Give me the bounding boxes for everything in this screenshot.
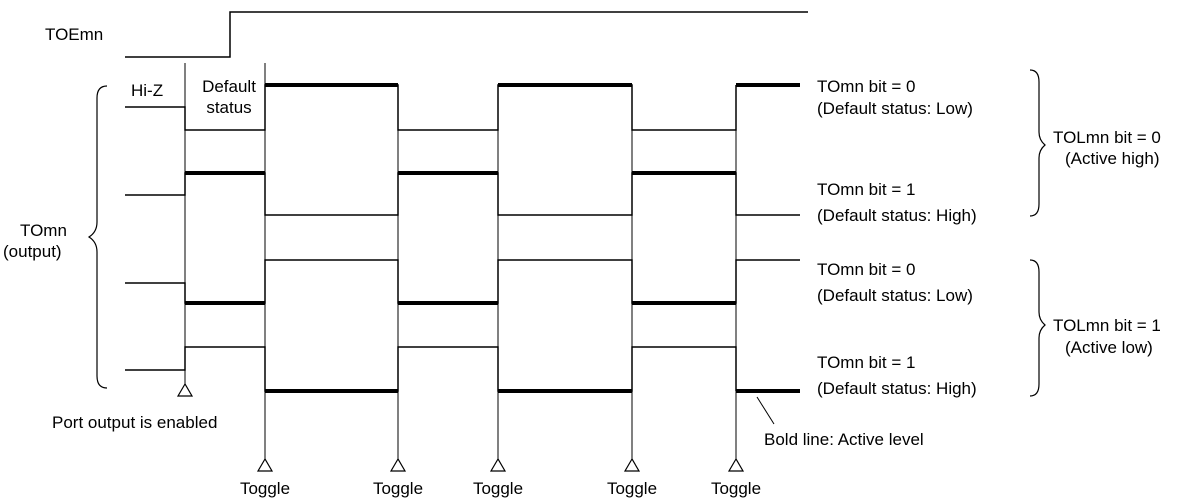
port-enable-triangle-icon (176, 382, 194, 397)
toe-waveform (125, 11, 808, 58)
bold-line-leader (756, 396, 775, 425)
toggle-triangle-icon (389, 457, 407, 472)
port-output-enabled-label: Port output is enabled (52, 413, 217, 432)
toggle-markers (256, 457, 745, 472)
hi-z-label: Hi-Z (131, 81, 163, 100)
default-status-label-line1: Default (202, 77, 256, 96)
tomn-output-label: (output) (3, 242, 62, 261)
waveform-4 (125, 346, 800, 393)
waveform-3 (125, 259, 800, 305)
tomn-label: TOmn (20, 221, 67, 240)
group-active-low-label-line2: (Active low) (1065, 338, 1153, 357)
toggle-label-4: Toggle (607, 479, 657, 498)
waveform-4-label-line1: TOmn bit = 1 (817, 353, 915, 372)
waveform-2-label-line1: TOmn bit = 1 (817, 180, 915, 199)
waveform-4-label-line2: (Default status: High) (817, 379, 977, 398)
toe-label: TOEmn (45, 25, 103, 44)
default-status-label-line2: status (206, 98, 251, 117)
toggle-triangle-icon (489, 457, 507, 472)
tomn-left-brace (87, 85, 108, 389)
waveform-3-label-line1: TOmn bit = 0 (817, 260, 915, 279)
bold-line-note: Bold line: Active level (764, 430, 924, 449)
waveform-2 (125, 171, 800, 216)
toggle-triangle-icon (727, 457, 745, 472)
toggle-label-5: Toggle (711, 479, 761, 498)
waveform-1-label-line2: (Default status: Low) (817, 99, 973, 118)
waveform-3-label-line2: (Default status: Low) (817, 286, 973, 305)
waveform-2-label-line2: (Default status: High) (817, 206, 977, 225)
group-brace-active-high (1029, 69, 1046, 217)
toggle-label-1: Toggle (240, 479, 290, 498)
waveform-1 (125, 83, 800, 131)
toggle-triangle-icon (623, 457, 641, 472)
group-brace-active-low (1029, 259, 1046, 397)
group-active-low-label-line1: TOLmn bit = 1 (1053, 316, 1161, 335)
group-active-high-label-line2: (Active high) (1065, 149, 1159, 168)
vertical-reference-lines (184, 63, 737, 460)
toggle-label-2: Toggle (373, 479, 423, 498)
toggle-triangle-icon (256, 457, 274, 472)
toggle-label-3: Toggle (473, 479, 523, 498)
waveform-1-label-line1: TOmn bit = 0 (817, 77, 915, 96)
group-active-high-label-line1: TOLmn bit = 0 (1053, 128, 1161, 147)
